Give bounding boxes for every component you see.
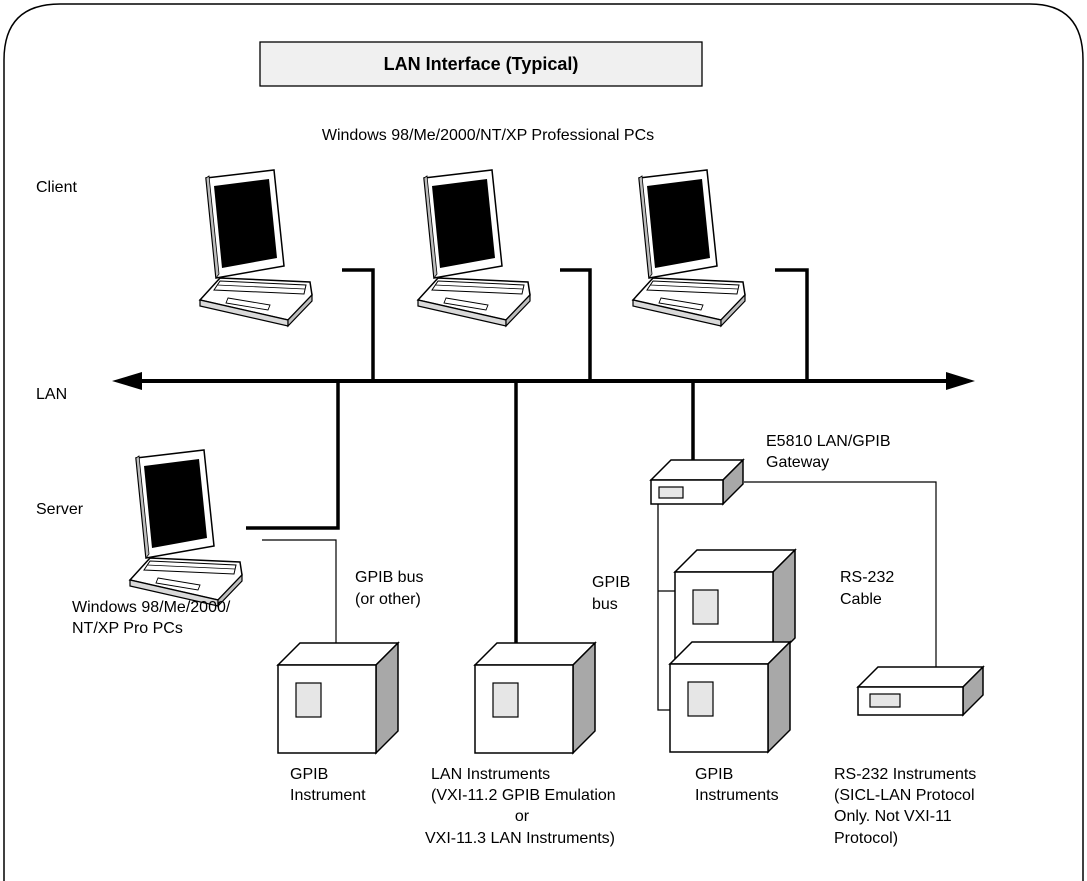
rs232-instrument — [857, 666, 984, 716]
server-pcs-label-line2: NT/XP Pro PCs — [72, 620, 183, 637]
server-lan-cable — [246, 381, 340, 530]
gateway-gpib-bus — [657, 504, 672, 711]
client-laptop-1 — [199, 169, 313, 327]
gpib-instrument-lower — [669, 641, 791, 753]
lan-instruments-label-line4: VXI-11.3 LAN Instruments) — [425, 830, 615, 847]
lan-label: LAN — [36, 386, 67, 403]
client-laptop-3 — [632, 169, 746, 327]
rs232-cable — [744, 481, 937, 668]
rs232-instruments-label-line4: Protocol) — [834, 830, 898, 847]
lan-arrow-right-icon — [946, 372, 975, 390]
lan-instruments-label-line3: or — [515, 808, 530, 825]
rs232-instruments-label-line1: RS-232 Instruments — [834, 766, 976, 783]
gpib-instrument — [277, 642, 399, 754]
e5810-gateway — [650, 459, 744, 505]
client-label: Client — [36, 179, 77, 196]
gpib-bus-other-label-line1: GPIB bus — [355, 569, 423, 586]
diagram-title: LAN Interface (Typical) — [384, 54, 579, 74]
title-box: LAN Interface (Typical) — [259, 41, 703, 87]
lan-instruments-label-line2: (VXI-11.2 GPIB Emulation — [431, 787, 616, 804]
client-laptop-2 — [417, 169, 531, 327]
gpib-bus-other-label-line2: (or other) — [355, 591, 421, 608]
gateway-label-line1: E5810 LAN/GPIB — [766, 433, 891, 450]
lan-backbone — [112, 372, 975, 390]
server-gpib-cable — [262, 539, 337, 665]
lan-instrument — [474, 642, 596, 754]
server-pcs-label-line1: Windows 98/Me/2000/ — [72, 599, 231, 616]
rs232-instruments-label-line3: Only. Not VXI-11 — [834, 808, 952, 825]
gpib-instrument-label-line2: Instrument — [290, 787, 366, 804]
gpib-instruments-label-line2: Instruments — [695, 787, 779, 804]
client-lan-cables — [342, 268, 809, 381]
rs232-instruments-label-line2: (SICL-LAN Protocol — [834, 787, 975, 804]
client-pcs-label: Windows 98/Me/2000/NT/XP Professional PC… — [322, 127, 654, 144]
gpib-bus-label-line2: bus — [592, 596, 618, 613]
gateway-label-line2: Gateway — [766, 454, 829, 471]
gpib-bus-label-line1: GPIB — [592, 574, 630, 591]
outer-frame — [3, 3, 1084, 881]
gpib-instrument-label-line1: GPIB — [290, 766, 328, 783]
gpib-instruments-label-line1: GPIB — [695, 766, 733, 783]
rs232-cable-label-line2: Cable — [840, 591, 882, 608]
server-label: Server — [36, 501, 84, 518]
lan-instruments-label-line1: LAN Instruments — [431, 766, 550, 783]
lan-arrow-left-icon — [112, 372, 142, 390]
rs232-cable-label-line1: RS-232 — [840, 569, 894, 586]
server-laptop — [129, 449, 243, 607]
